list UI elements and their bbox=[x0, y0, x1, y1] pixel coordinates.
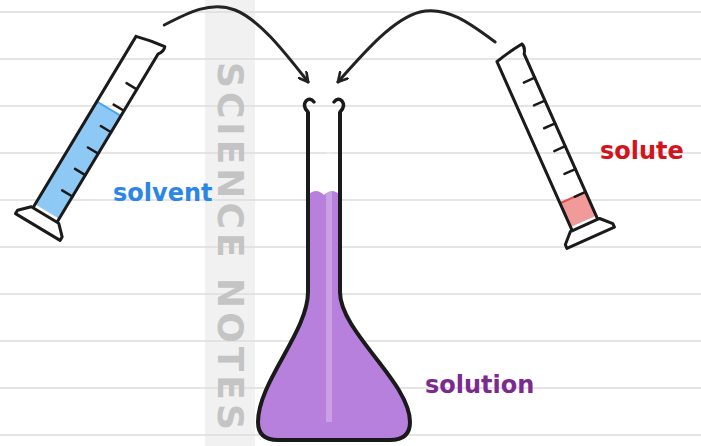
volumetric-flask: solution bbox=[250, 82, 545, 444]
watermark-band bbox=[205, 0, 255, 446]
cylinder-wall bbox=[495, 44, 601, 231]
paper-line bbox=[0, 58, 701, 60]
graduated-cylinder bbox=[484, 40, 615, 248]
solvent-cylinder: solvent bbox=[10, 25, 218, 255]
watermark: SCIENCE NOTES bbox=[210, 62, 251, 434]
solvent-cylinder-drawing bbox=[10, 25, 215, 255]
graduation-mark bbox=[564, 169, 575, 174]
cylinder-liquid bbox=[35, 102, 121, 219]
solute-cylinder: solute bbox=[490, 42, 695, 252]
paper-line bbox=[0, 152, 701, 154]
paper-line bbox=[0, 293, 701, 295]
cylinder-base bbox=[561, 214, 614, 248]
paper-line bbox=[0, 11, 701, 13]
graduation-mark bbox=[554, 146, 565, 151]
flask-outline bbox=[258, 112, 410, 440]
graduation-mark bbox=[524, 78, 535, 83]
graduation-mark bbox=[544, 123, 555, 128]
paper-line bbox=[0, 246, 701, 248]
glass-shine bbox=[326, 122, 332, 422]
graduation-mark bbox=[575, 192, 586, 197]
liquid-surface bbox=[97, 102, 121, 116]
flask-lip bbox=[304, 99, 343, 112]
graduated-cylinder bbox=[16, 25, 174, 240]
graduation-mark bbox=[534, 101, 545, 106]
graduation-mark bbox=[101, 126, 111, 132]
graduation-mark bbox=[62, 190, 72, 196]
pour-arrow bbox=[338, 11, 495, 82]
graduation-mark bbox=[88, 147, 98, 153]
substance-label: solvent bbox=[113, 180, 212, 206]
graduation-mark bbox=[127, 83, 137, 89]
substance-label: solute bbox=[600, 138, 684, 164]
graduation-mark bbox=[114, 105, 124, 111]
substance-label: solution bbox=[425, 372, 534, 398]
solution-liquid bbox=[258, 191, 410, 440]
graduation-mark bbox=[75, 169, 85, 175]
cylinder-base bbox=[16, 202, 68, 241]
paper-line bbox=[0, 199, 701, 201]
liquid-surface bbox=[560, 192, 586, 203]
